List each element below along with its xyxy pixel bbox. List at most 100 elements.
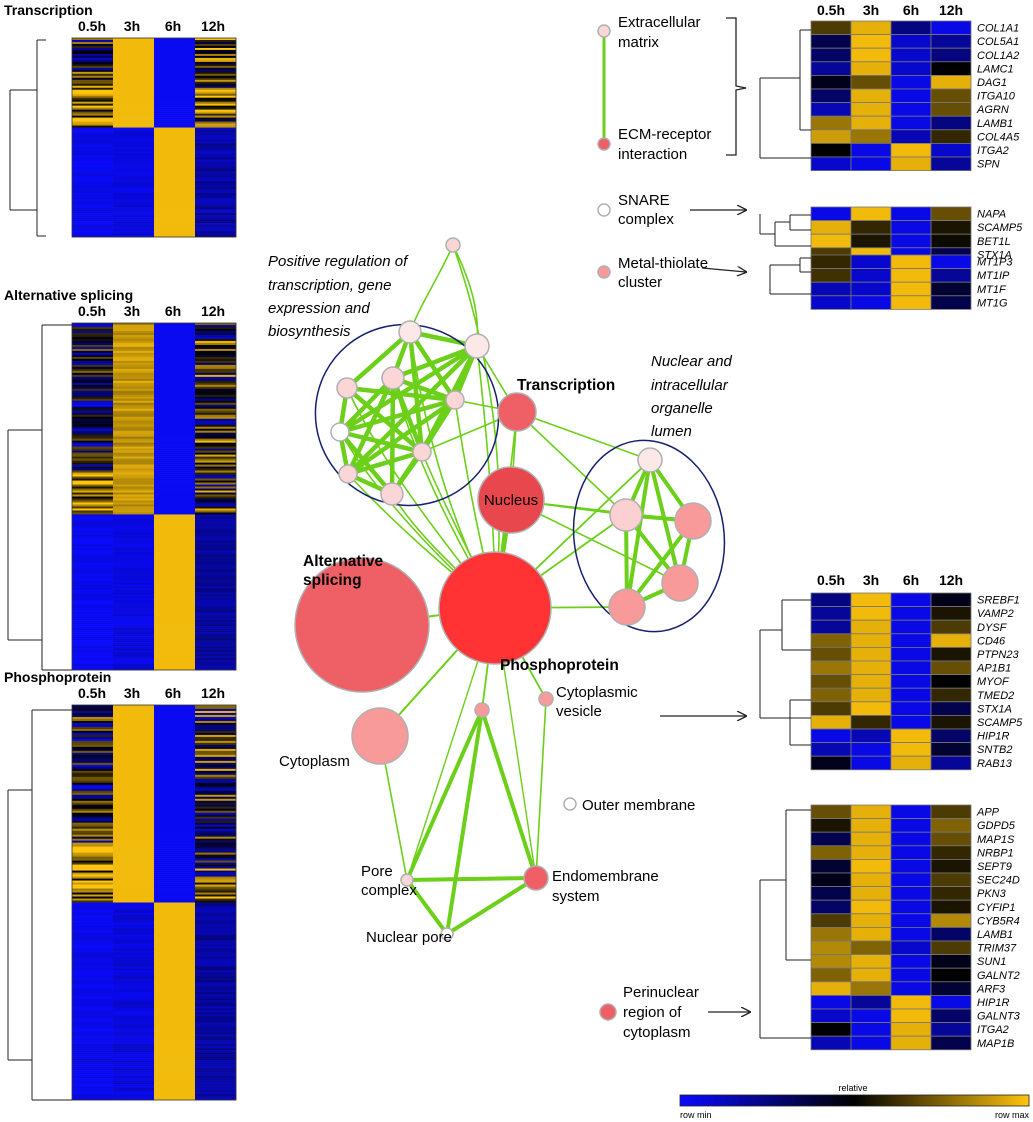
heatmap-cell <box>72 898 114 901</box>
heatmap-cell <box>195 61 237 65</box>
heatmap-cell <box>154 898 196 901</box>
gene-label: HIP1R <box>977 997 1009 1009</box>
heatmap-cell <box>154 103 196 106</box>
heatmap-cell <box>195 1034 237 1037</box>
heatmap-cell <box>154 326 196 330</box>
legend-label-line: complex <box>618 211 674 228</box>
heatmap-cell <box>195 884 237 887</box>
heatmap-cell <box>154 816 196 820</box>
heatmap-cell <box>72 646 114 649</box>
heatmap-cell <box>113 894 155 897</box>
heatmap-cell <box>113 1062 155 1065</box>
heatmap-cell <box>154 444 196 447</box>
heatmap-cell <box>72 1054 114 1057</box>
heatmap-cell <box>113 332 155 336</box>
gene-heatmap-cell <box>890 34 932 49</box>
heatmap-cell <box>154 380 196 384</box>
heatmap-cell <box>113 338 155 342</box>
heatmap-cell <box>113 392 155 396</box>
gene-heatmap-cell <box>850 220 892 235</box>
heatmap-cell <box>72 151 114 154</box>
heatmap-cell <box>154 183 196 186</box>
heatmap-cell <box>195 173 237 176</box>
heatmap-cell <box>154 362 196 366</box>
heatmap-cell <box>113 950 155 953</box>
legend-label-line: cytoplasm <box>623 1024 691 1041</box>
heatmap-cell <box>154 133 196 136</box>
heatmap-cell <box>195 414 237 418</box>
gene-heatmap-cell <box>810 61 852 76</box>
heatmap-cell <box>113 726 155 730</box>
legend-node-perinuclear <box>599 1003 617 1021</box>
heatmap-cell <box>113 490 155 493</box>
heatmap-cell <box>113 754 155 758</box>
heatmap-cell <box>195 524 237 527</box>
gene-heatmap-cell <box>850 674 892 689</box>
heatmap-cell <box>72 201 114 204</box>
gene-heatmap-cell <box>890 687 932 703</box>
heatmap-cell <box>72 1084 114 1087</box>
heatmap-cell <box>195 654 237 657</box>
gene-heatmap-cell <box>850 899 892 915</box>
heatmap-cell <box>72 428 114 431</box>
heatmap-cell <box>113 804 155 808</box>
gene-heatmap-cell <box>890 129 932 144</box>
heatmap-cell <box>154 177 196 180</box>
heatmap-cell <box>195 231 237 234</box>
heatmap-cell <box>154 418 196 422</box>
heatmap-cell <box>195 91 237 95</box>
heatmap-cell <box>72 127 114 130</box>
heatmap-cell <box>72 139 114 142</box>
heatmap-cell <box>72 962 114 965</box>
heatmap-cell <box>72 566 114 569</box>
heatmap-cell <box>195 79 237 83</box>
heatmap-cell <box>113 858 155 861</box>
heatmap-cell <box>154 131 196 134</box>
heatmap-cell <box>154 1044 196 1047</box>
heatmap-cell <box>154 648 196 651</box>
heatmap-cell <box>113 77 155 81</box>
node-label-pore-complex-line: Pore <box>361 863 393 880</box>
heatmap-cell <box>113 862 155 865</box>
heatmap-cell <box>154 1024 196 1027</box>
heatmap-cell <box>113 131 155 134</box>
heatmap-cell <box>113 850 155 853</box>
heatmap-cell <box>113 99 155 102</box>
heatmap-cell <box>113 87 155 91</box>
heatmap-cell <box>72 53 114 57</box>
heatmap-cell <box>113 472 155 475</box>
gene-label: GDPD5 <box>977 820 1016 832</box>
gene-heatmap-cell <box>890 295 932 310</box>
heatmap-cell <box>154 916 196 919</box>
heatmap-cell <box>195 908 237 911</box>
heatmap-cell <box>72 123 114 126</box>
heatmap-cell <box>72 604 114 607</box>
heatmap-cell <box>154 628 196 631</box>
gene-heatmap-cell <box>890 233 932 249</box>
heatmap-cell <box>154 790 196 794</box>
heatmap-cell <box>195 598 237 601</box>
gene-heatmap-cell <box>810 660 852 676</box>
heatmap-cell <box>154 936 196 939</box>
heatmap-cell <box>113 836 155 839</box>
heatmap-cell <box>154 378 196 382</box>
heatmap-cell <box>195 480 237 483</box>
heatmap-cell <box>154 928 196 931</box>
heatmap-cell <box>195 976 237 979</box>
heatmap-cell <box>113 598 155 601</box>
heatmap-cell <box>195 566 237 569</box>
heatmap-cell <box>195 512 237 515</box>
heatmap-cell <box>113 323 155 326</box>
heatmap-cell <box>154 460 196 463</box>
heatmap-cell <box>195 1008 237 1011</box>
heatmap-cell <box>113 350 155 354</box>
right-legend: Extracellular matrix ECM-receptor intera… <box>597 14 750 1041</box>
heatmap-cell <box>154 510 196 513</box>
heatmap-cell <box>154 79 196 83</box>
gene-heatmap-cell <box>890 872 932 888</box>
heatmap-cell <box>113 1078 155 1081</box>
heatmap-cell <box>195 922 237 925</box>
heatmap-cell <box>154 396 196 400</box>
heatmap-cell <box>113 892 155 895</box>
gene-heatmap-cell <box>810 859 852 874</box>
